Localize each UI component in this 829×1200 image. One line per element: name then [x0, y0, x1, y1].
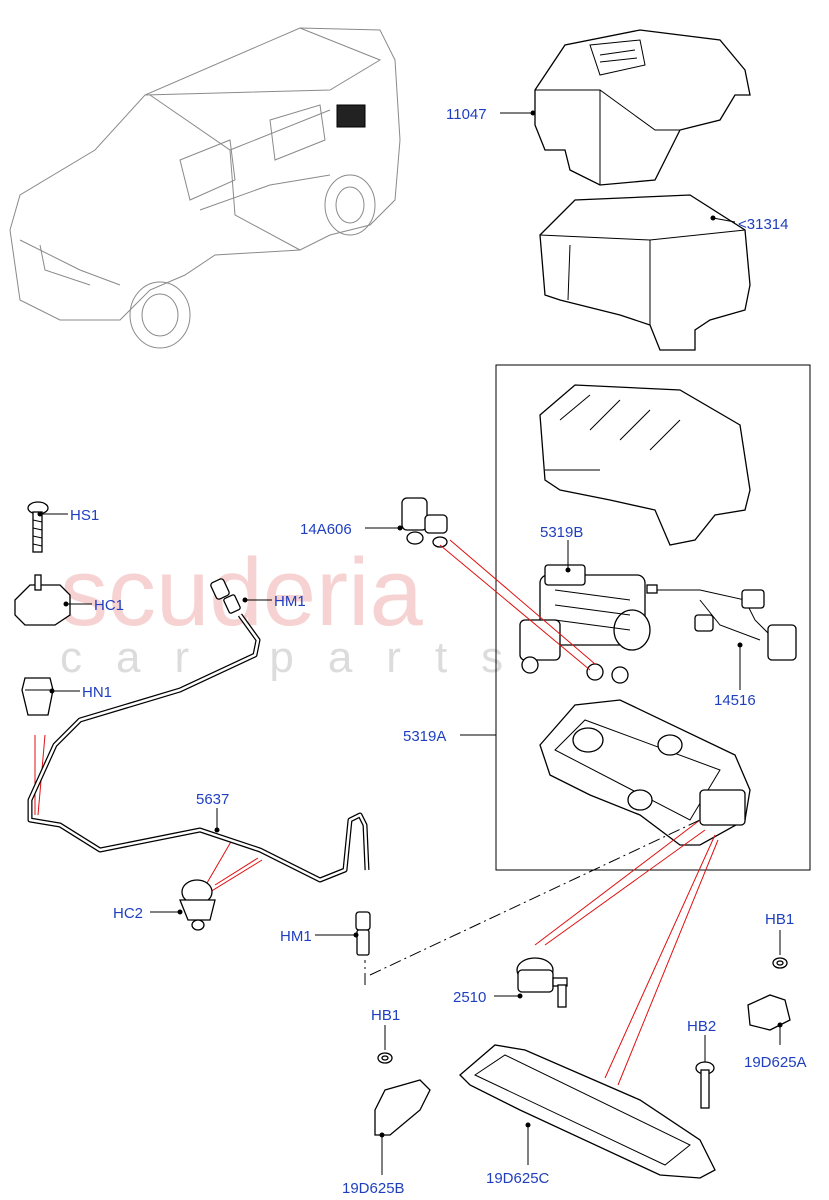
callout-19D625B: 19D625B	[342, 1180, 405, 1197]
part-HC2-clip	[179, 879, 216, 931]
callout-HS1: HS1	[70, 507, 99, 524]
callout-19D625C: 19D625C	[486, 1170, 550, 1187]
part-HN1-nut	[21, 677, 54, 716]
compressor-location-highlight	[336, 104, 366, 128]
part-HB1-fastener-right	[772, 957, 788, 969]
callout-11047: 11047	[446, 106, 487, 123]
callout-5319B: 5319B	[540, 524, 583, 541]
watermark-main: scuderia	[60, 539, 423, 646]
part-HB2-bolt	[695, 1061, 715, 1109]
part-14516-harness	[646, 584, 797, 661]
part-5319B-compressor	[519, 564, 651, 684]
callout-14516: 14516	[714, 692, 756, 709]
callout-31314: <31314	[738, 216, 788, 233]
part-HC1-clip	[14, 574, 71, 626]
callout-HB2: HB2	[687, 1018, 716, 1035]
vehicle-locator-illustration	[9, 27, 401, 349]
assembly-frame	[495, 364, 811, 871]
callout-5319A: 5319A	[403, 728, 446, 745]
callout-labels: 11047 <31314 HS1 14A606 5319B HC1 HM1 HN…	[70, 106, 807, 1197]
pipe-highlight	[28, 614, 369, 882]
callout-HM1-top: HM1	[274, 593, 306, 610]
watermark-sub: car parts	[60, 633, 537, 682]
part-14A606-valve	[401, 497, 448, 548]
part-11047-cover	[534, 29, 751, 186]
part-2510-sensor	[516, 957, 568, 1008]
part-19D625A-bracket	[747, 994, 791, 1031]
callout-HN1: HN1	[82, 684, 112, 701]
callout-2510: 2510	[453, 989, 486, 1006]
callout-5637: 5637	[196, 791, 229, 808]
part-19D625B-bracket	[374, 1079, 431, 1136]
callout-HC1: HC1	[94, 597, 124, 614]
callout-HB1-right: HB1	[765, 911, 794, 928]
compressor-top-cover	[539, 384, 751, 546]
watermark: scuderia car parts	[60, 539, 537, 682]
part-HS1-screw	[27, 501, 49, 553]
part-HM1-fitting-top	[210, 578, 241, 614]
part-HB1-fastener-left	[377, 1052, 393, 1064]
callout-HC2: HC2	[113, 905, 143, 922]
part-19D625C-shield	[459, 1044, 716, 1179]
callout-HM1-bottom: HM1	[280, 928, 312, 945]
part-5319A-tray	[539, 699, 751, 846]
callout-14A606: 14A606	[300, 521, 352, 538]
assembly-dash-line	[364, 819, 701, 985]
part-HM1-fitting-bottom	[355, 911, 371, 956]
part-31314-cover	[539, 194, 751, 351]
callout-19D625A: 19D625A	[744, 1054, 807, 1071]
callout-HB1-left: HB1	[371, 1007, 400, 1024]
